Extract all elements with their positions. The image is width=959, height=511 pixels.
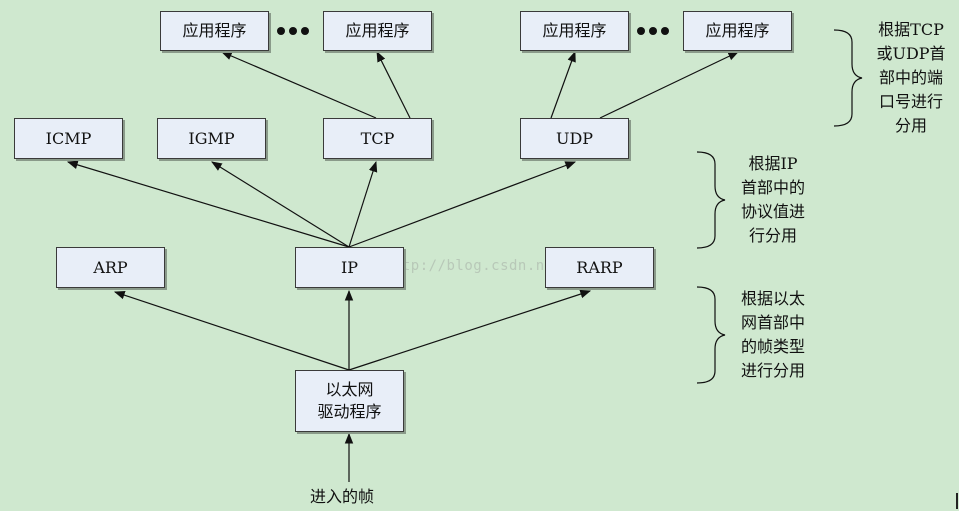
note-line: 行分用 bbox=[748, 226, 797, 245]
dot bbox=[277, 27, 285, 35]
arrow-ip-to-tcp bbox=[348, 160, 378, 248]
app-box-left-b: 应用程序 bbox=[323, 11, 432, 51]
driver-line-2: 驱动程序 bbox=[317, 402, 382, 421]
rarp-box: RARP bbox=[545, 247, 654, 288]
note-port-demux: 根据TCP 或UDP首 部中的端 口号进行 分用 bbox=[866, 18, 956, 138]
ethernet-driver-box: 以太网 驱动程序 bbox=[295, 370, 404, 432]
dot bbox=[301, 27, 309, 35]
ellipsis-left bbox=[277, 27, 309, 35]
edge-tick bbox=[956, 493, 958, 509]
ellipsis-right bbox=[637, 27, 669, 35]
note-line: 口号进行 bbox=[878, 92, 943, 111]
note-line: 根据IP bbox=[748, 154, 798, 173]
arrow-driver-to-rarp bbox=[348, 289, 592, 371]
note-line: 首部中的 bbox=[740, 178, 805, 197]
driver-line-1: 以太网 bbox=[325, 380, 374, 400]
note-line: 分用 bbox=[894, 116, 927, 135]
note-line: 进行分用 bbox=[740, 361, 805, 380]
arrow-udp-to-app-right-b bbox=[599, 51, 739, 119]
arp-box: ARP bbox=[56, 247, 165, 288]
app-box-left-a: 应用程序 bbox=[160, 11, 269, 51]
udp-box: UDP bbox=[520, 118, 629, 159]
note-frame-demux: 根据以太 网首部中 的帧类型 进行分用 bbox=[728, 287, 818, 383]
dot bbox=[649, 27, 657, 35]
incoming-frame-label: 进入的帧 bbox=[310, 487, 375, 506]
app-box-right-a: 应用程序 bbox=[520, 11, 629, 51]
watermark: http://blog.csdn.net/ bbox=[384, 258, 572, 274]
arrow-udp-to-app-right-a bbox=[550, 50, 576, 119]
app-box-right-b: 应用程序 bbox=[683, 11, 792, 51]
arrow-tcp-to-app-left-b bbox=[376, 51, 411, 119]
note-line: 的帧类型 bbox=[740, 337, 805, 356]
note-protocol-demux: 根据IP 首部中的 协议值进 行分用 bbox=[728, 152, 818, 248]
note-line: 根据TCP bbox=[878, 20, 944, 39]
note-line: 根据以太 bbox=[740, 289, 805, 308]
tcp-box: TCP bbox=[323, 118, 432, 159]
dot bbox=[289, 27, 297, 35]
brace-port bbox=[833, 29, 863, 127]
note-line: 部中的端 bbox=[878, 68, 943, 87]
igmp-box: IGMP bbox=[157, 118, 266, 159]
dot bbox=[661, 27, 669, 35]
brace-protocol bbox=[696, 151, 726, 249]
note-line: 或UDP首 bbox=[876, 44, 946, 63]
ip-box: IP bbox=[295, 247, 404, 288]
dot bbox=[637, 27, 645, 35]
arrow-driver-to-arp bbox=[113, 290, 350, 371]
note-line: 协议值进 bbox=[740, 202, 805, 221]
arrow-ip-to-icmp bbox=[66, 160, 350, 248]
icmp-box: ICMP bbox=[14, 118, 123, 159]
brace-frame bbox=[696, 286, 726, 384]
arrow-tcp-to-app-left-a bbox=[221, 51, 377, 119]
arrow-ip-to-igmp bbox=[211, 161, 350, 248]
arrow-ip-to-udp bbox=[348, 161, 577, 248]
note-line: 网首部中 bbox=[740, 313, 805, 332]
